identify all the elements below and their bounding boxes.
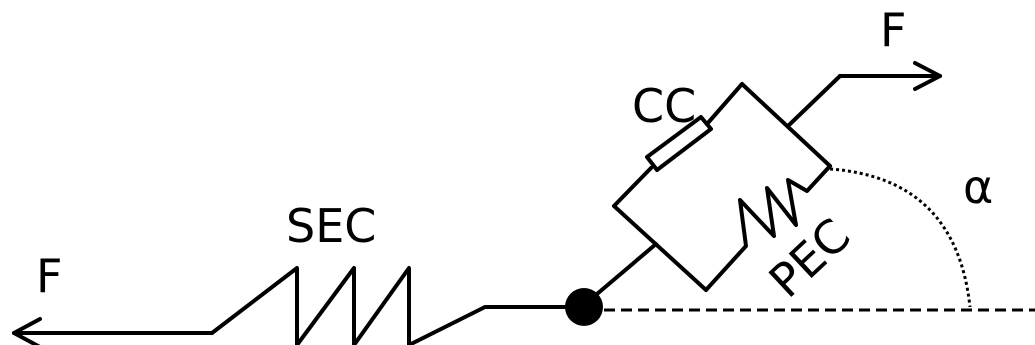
right-force-arrow (786, 61, 942, 128)
parallel-frame (612, 82, 832, 292)
contractile-component (612, 82, 744, 208)
left-force-label: F (36, 249, 62, 303)
junction-node (565, 288, 603, 326)
parallel-elastic-spring (704, 164, 832, 292)
series-elastic-label: SEC (286, 199, 376, 253)
contractile-label: CC (632, 79, 696, 133)
right-force-label: F (880, 3, 906, 57)
angle-label: α (963, 160, 993, 214)
left-force-arrow (12, 317, 214, 345)
series-elastic-spring (210, 266, 572, 345)
angle-arc (829, 167, 972, 308)
node-link-line (595, 242, 658, 296)
